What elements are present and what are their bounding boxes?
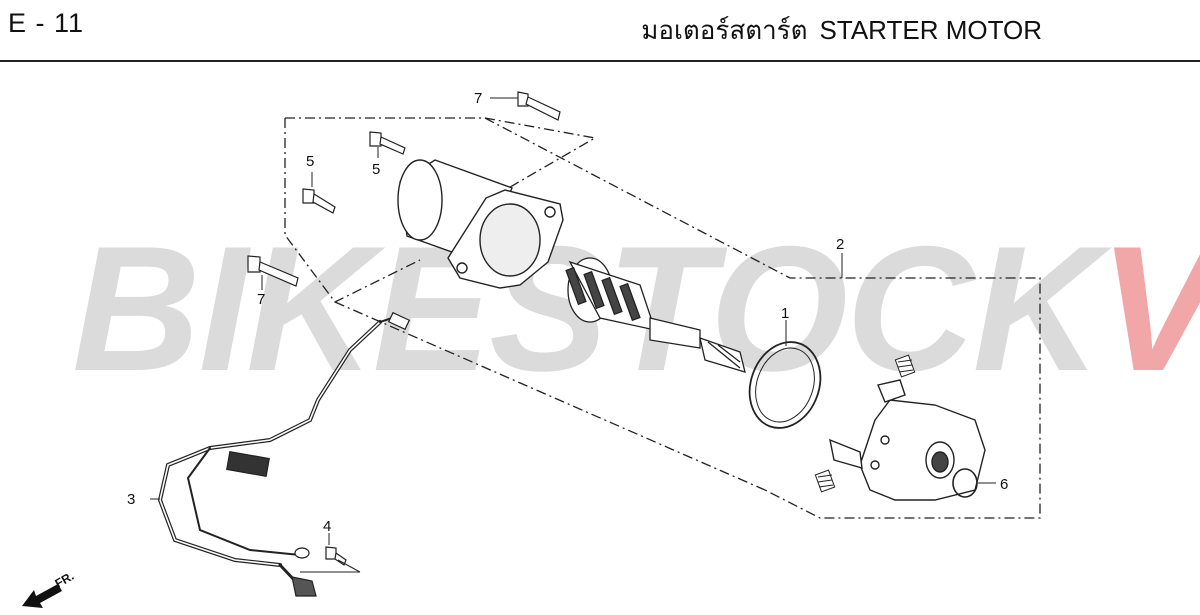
brush-spring-upper: [894, 354, 916, 378]
callout-4: 4: [323, 518, 331, 535]
callout-5-upper: 5: [372, 161, 380, 178]
callout-3: 3: [127, 491, 135, 508]
callout-7-top: 7: [474, 90, 482, 107]
bolt-7-top: [517, 91, 561, 121]
front-direction-arrow-icon: FR.: [22, 569, 76, 608]
title-thai: มอเตอร์สตาร์ต: [641, 15, 808, 45]
bolt-5-left: [302, 188, 336, 214]
assembly-outline: [284, 117, 1041, 519]
brush-holder: [829, 379, 986, 501]
o-ring-large: [748, 341, 822, 429]
armature: [565, 257, 746, 373]
brush-spring-lower: [814, 469, 836, 493]
motor-housing: [397, 159, 564, 289]
harness-terminal: [291, 547, 317, 597]
parts-diagram: 7 5 5 7 2 1 6 3 4 FR.: [22, 90, 1041, 608]
callout-7-left: 7: [257, 291, 265, 308]
leader-lines: [150, 97, 996, 573]
callout-2: 2: [836, 236, 844, 253]
harness-connector: [226, 311, 411, 478]
bolt-4: [325, 546, 347, 566]
callout-1: 1: [781, 305, 789, 322]
title-english: STARTER MOTOR: [819, 15, 1042, 45]
page-title: มอเตอร์สตาร์ต STARTER MOTOR: [641, 10, 1042, 51]
callout-5-left: 5: [306, 153, 314, 170]
page-code: E - 11: [8, 8, 85, 38]
bolt-5-upper: [369, 131, 406, 155]
page-header: E - 11 มอเตอร์สตาร์ต STARTER MOTOR: [0, 0, 1200, 62]
bolt-7-left: [247, 255, 299, 287]
o-ring-small: [952, 468, 978, 498]
wire-harness: [157, 316, 406, 586]
callout-6: 6: [1000, 476, 1008, 493]
